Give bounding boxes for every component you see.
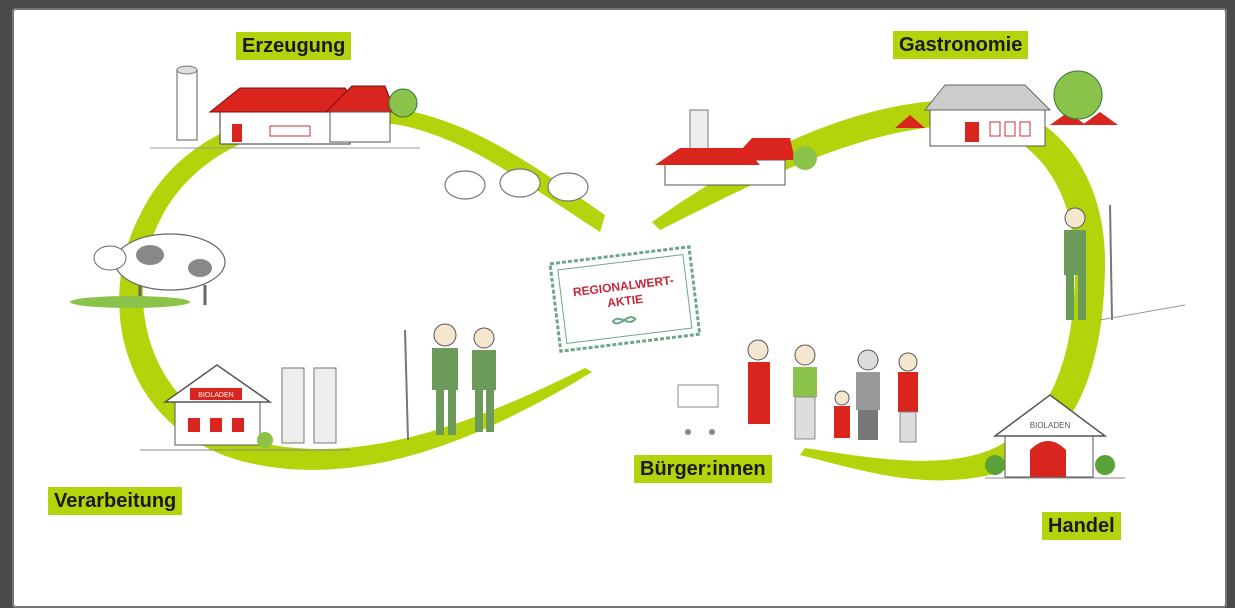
farmer-right-illustration: [1064, 204, 1186, 321]
farmers-illustration: [404, 323, 496, 441]
label-handel: Handel: [1042, 512, 1121, 540]
label-buerger-innen: Bürger:innen: [634, 455, 772, 483]
farm-roof: [208, 87, 363, 113]
infinity-logo-icon: [611, 316, 637, 325]
pigs-illustration: [444, 168, 589, 202]
citizens-illustration: [677, 339, 918, 443]
cow-illustration: [70, 233, 226, 308]
processing-sign-text: BIOLADEN: [198, 392, 233, 399]
farm-illustration-erzeugung: [150, 65, 420, 149]
farm-illustration-center: [655, 109, 817, 186]
card-title-line2: AKTIE: [606, 292, 643, 310]
processing-building-illustration: BIOLADEN: [140, 364, 350, 451]
label-verarbeitung: Verarbeitung: [48, 487, 183, 515]
shop-sign-text: BIOLADEN: [1030, 421, 1071, 430]
restaurant-illustration: [895, 70, 1118, 147]
silo: [313, 367, 337, 444]
shop-illustration: BIOLADEN: [985, 394, 1125, 479]
silo: [176, 69, 198, 141]
regionalwert-aktie-card: REGIONALWERT- AKTIE: [548, 245, 702, 353]
silo: [281, 367, 305, 444]
label-gastronomie: Gastronomie: [893, 31, 1029, 59]
label-erzeugung: Erzeugung: [236, 32, 352, 60]
